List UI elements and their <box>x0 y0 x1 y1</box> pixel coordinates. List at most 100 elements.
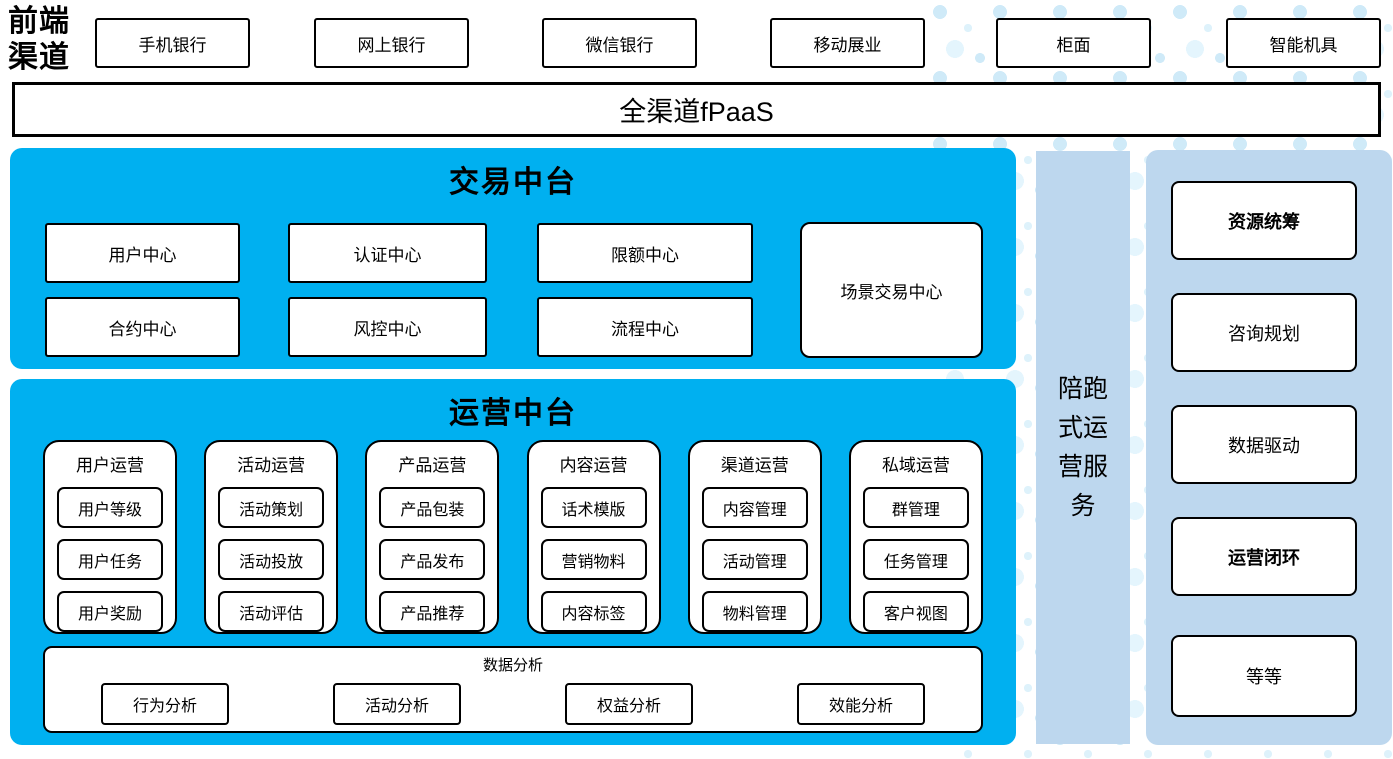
group-title: 产品运营 <box>398 456 467 475</box>
channel-box: 手机银行 <box>95 18 250 68</box>
group-item: 活动投放 <box>218 539 325 580</box>
center-label: 风控中心 <box>353 319 422 339</box>
center-label: 认证中心 <box>353 245 422 265</box>
group-item: 物料管理 <box>701 591 808 632</box>
group-title: 用户运营 <box>76 456 144 475</box>
operation-group: 渠道运营 内容管理 活动管理 物料管理 <box>687 440 822 634</box>
operation-groups-row: 用户运营 用户等级 用户任务 用户奖励 活动运营 活动策划 活动投放 活动评估 … <box>43 440 983 634</box>
channel-box: 智能机具 <box>1226 18 1381 68</box>
center-box: 认证中心 <box>288 223 487 283</box>
group-item-label: 活动评估 <box>239 605 304 623</box>
center-box: 合约中心 <box>45 297 240 357</box>
group-item-label: 营销物料 <box>561 553 626 571</box>
analysis-item-label: 活动分析 <box>364 698 429 715</box>
group-item: 活动管理 <box>701 539 808 580</box>
operation-group: 活动运营 活动策划 活动投放 活动评估 <box>204 440 339 634</box>
scene-center-label: 场景交易中心 <box>840 282 943 302</box>
channel-label: 网上银行 <box>357 35 426 55</box>
operation-title: 运营中台 <box>449 397 577 430</box>
group-item-label: 产品推荐 <box>400 605 465 623</box>
group-item: 用户奖励 <box>57 591 163 632</box>
center-label: 合约中心 <box>108 319 177 339</box>
group-item-label: 内容管理 <box>722 501 787 519</box>
service-box: 咨询规划 <box>1171 293 1357 372</box>
analysis-item: 效能分析 <box>797 683 925 725</box>
center-label: 用户中心 <box>108 245 177 265</box>
operation-group: 私域运营 群管理 任务管理 客户视图 <box>848 440 983 634</box>
group-item-label: 内容标签 <box>561 605 626 623</box>
service-label: 资源统筹 <box>1228 211 1300 232</box>
data-analysis-title: 数据分析 <box>482 657 543 674</box>
group-item-label: 物料管理 <box>722 605 787 623</box>
service-label: 运营闭环 <box>1228 547 1300 568</box>
transaction-title: 交易中台 <box>449 166 577 199</box>
analysis-item-label: 行为分析 <box>132 698 197 715</box>
channel-label: 智能机具 <box>1269 35 1338 55</box>
operation-group: 用户运营 用户等级 用户任务 用户奖励 <box>43 440 177 634</box>
group-item-label: 活动策划 <box>239 501 304 519</box>
center-label: 流程中心 <box>611 319 679 339</box>
group-item-label: 活动投放 <box>239 553 304 571</box>
fpaas-bar: 全渠道fPaaS <box>12 82 1381 137</box>
service-box: 资源统筹 <box>1171 181 1357 260</box>
group-item: 产品包装 <box>379 487 486 528</box>
channel-box: 柜面 <box>996 18 1151 68</box>
channel-label: 微信银行 <box>585 35 654 55</box>
group-item: 产品推荐 <box>379 591 486 632</box>
group-item: 营销物料 <box>540 539 647 580</box>
operation-group: 产品运营 产品包装 产品发布 产品推荐 <box>365 440 500 634</box>
group-item-label: 产品发布 <box>400 553 465 571</box>
group-title: 内容运营 <box>559 456 628 475</box>
center-label: 限额中心 <box>611 245 679 265</box>
operation-section: 运营中台 用户运营 用户等级 用户任务 用户奖励 活动运营 活动策划 活动投放 … <box>10 379 1016 745</box>
channel-label: 柜面 <box>1056 35 1091 55</box>
channel-box: 微信银行 <box>542 18 697 68</box>
group-item-label: 活动管理 <box>722 553 787 571</box>
scene-transaction-center-box: 场景交易中心 <box>800 222 983 358</box>
group-item-label: 用户任务 <box>77 553 142 571</box>
fpaas-label: 全渠道fPaaS <box>619 97 774 127</box>
group-item-label: 用户奖励 <box>77 605 142 623</box>
group-item: 产品发布 <box>379 539 486 580</box>
center-box: 风控中心 <box>288 297 487 357</box>
group-title: 渠道运营 <box>720 456 789 475</box>
service-box: 运营闭环 <box>1171 517 1357 596</box>
group-item-label: 产品包装 <box>400 501 465 519</box>
service-label: 数据驱动 <box>1228 435 1300 456</box>
analysis-item-label: 权益分析 <box>596 698 661 715</box>
analysis-item-label: 效能分析 <box>828 698 893 715</box>
group-item-label: 话术模版 <box>561 501 626 519</box>
group-item: 活动评估 <box>218 591 325 632</box>
group-item: 任务管理 <box>862 539 969 580</box>
group-item-label: 用户等级 <box>77 501 142 519</box>
front-channel-label: 前端渠道 <box>8 5 70 74</box>
group-item-label: 群管理 <box>891 501 940 519</box>
service-label: 咨询规划 <box>1228 323 1300 344</box>
companion-service-label: 陪跑式运营服务 <box>1057 374 1108 520</box>
service-box: 等等 <box>1171 635 1357 717</box>
group-item: 用户任务 <box>57 539 163 580</box>
group-item: 用户等级 <box>57 487 163 528</box>
companion-service-bar: 陪跑式运营服务 <box>1036 151 1130 744</box>
analysis-item: 行为分析 <box>101 683 229 725</box>
center-box: 用户中心 <box>45 223 240 283</box>
channel-box: 移动展业 <box>770 18 925 68</box>
operation-group: 内容运营 话术模版 营销物料 内容标签 <box>526 440 661 634</box>
group-item: 群管理 <box>862 487 969 528</box>
analysis-item: 活动分析 <box>333 683 461 725</box>
group-item: 内容管理 <box>701 487 808 528</box>
group-item-label: 任务管理 <box>883 553 948 571</box>
group-title: 私域运营 <box>881 456 950 475</box>
group-item: 内容标签 <box>540 591 647 632</box>
center-box: 流程中心 <box>537 297 753 357</box>
data-analysis-row: 行为分析 活动分析 权益分析 效能分析 <box>45 683 981 725</box>
group-item: 活动策划 <box>218 487 325 528</box>
center-box: 限额中心 <box>537 223 753 283</box>
service-box: 数据驱动 <box>1171 405 1357 484</box>
service-label: 等等 <box>1246 667 1282 687</box>
group-title: 活动运营 <box>237 456 306 475</box>
data-analysis-panel: 数据分析 行为分析 活动分析 权益分析 效能分析 <box>43 646 983 733</box>
channel-box: 网上银行 <box>314 18 469 68</box>
group-item-label: 客户视图 <box>883 605 948 623</box>
